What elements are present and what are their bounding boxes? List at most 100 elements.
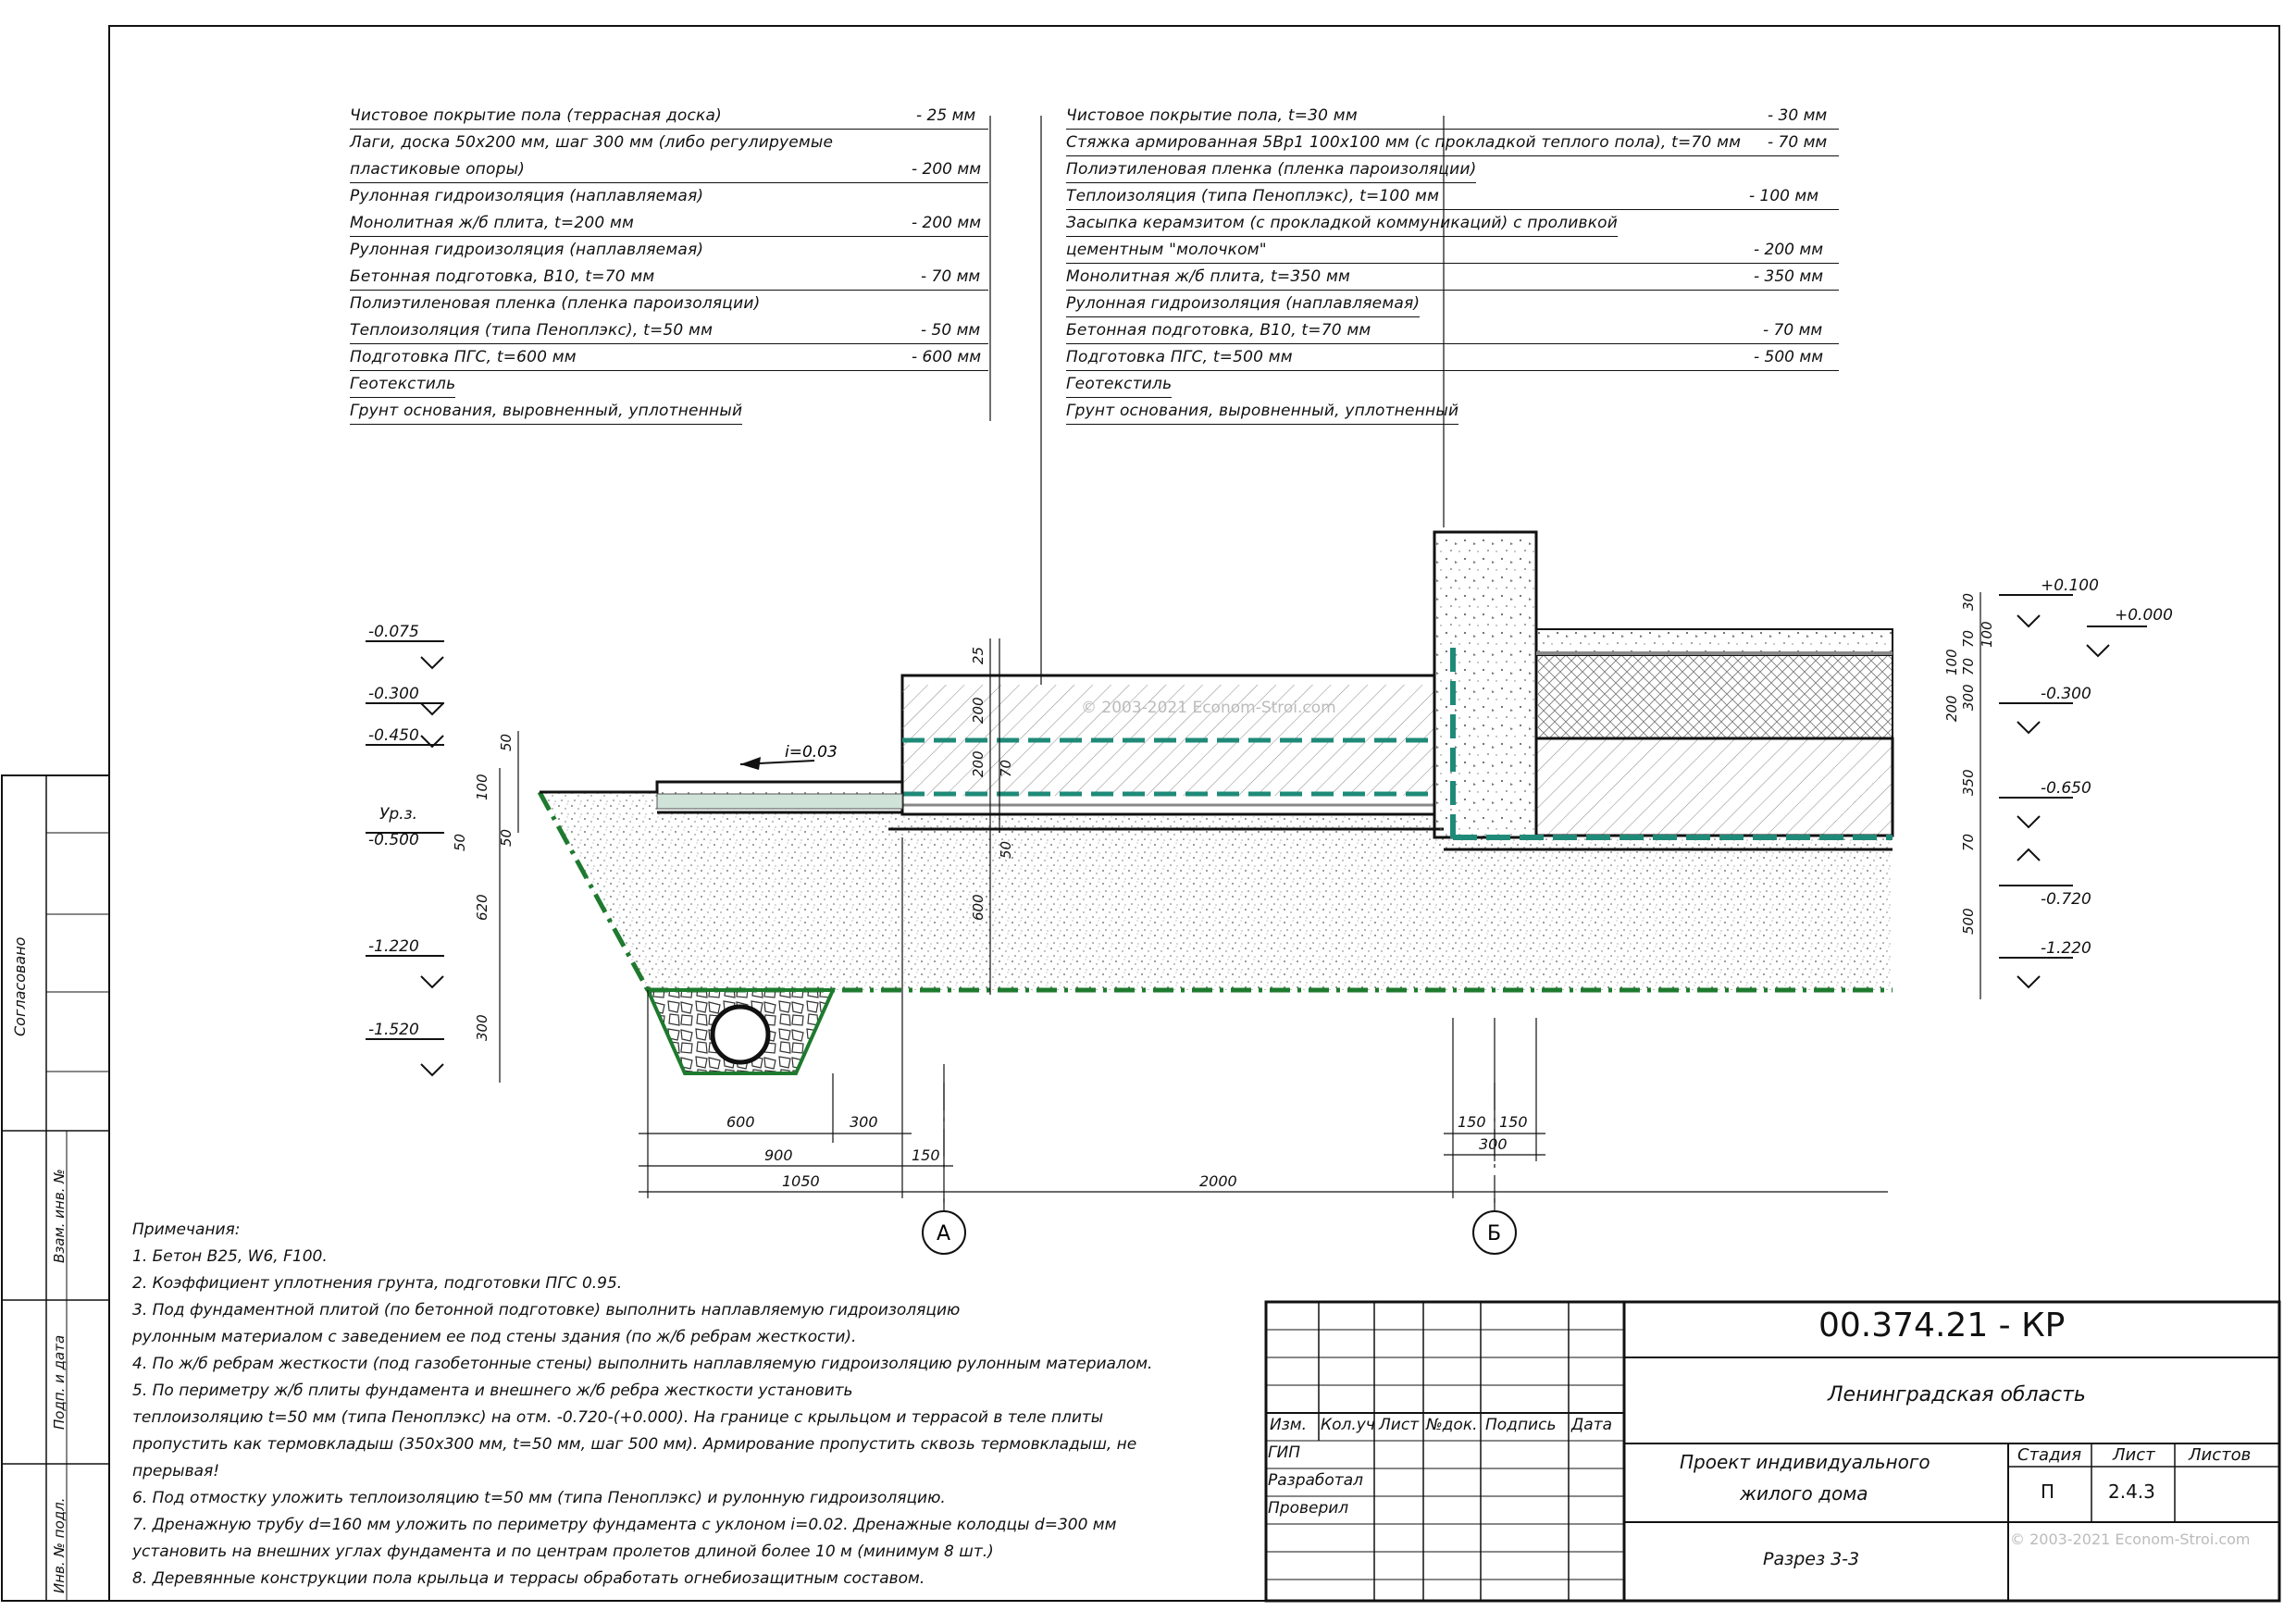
- dim-v-18: 200: [1943, 695, 1960, 722]
- legend-left-value-8: - 50 мм: [921, 321, 981, 340]
- dim-h-7: 150: [1499, 1113, 1528, 1131]
- legend-right-row-0: Чистовое покрытие пола, t=30 мм: [1066, 103, 1839, 130]
- legend-right-row-6: Монолитная ж/б плита, t=350 мм: [1066, 264, 1839, 291]
- dim-v-9: 50: [452, 834, 468, 851]
- legend-right-value-3: - 100 мм: [1749, 187, 1819, 205]
- note-line: установить на внешних углах фундамента и…: [132, 1542, 994, 1561]
- dim-v-14: 70: [1960, 630, 1977, 648]
- dim-v-5: 600: [970, 894, 987, 921]
- dim-h-2: 900: [764, 1146, 793, 1164]
- legend-left-row-9: Подготовка ПГС, t=600 мм: [350, 344, 988, 371]
- dim-h-8: 300: [1479, 1135, 1508, 1153]
- legend-right-row-11: Грунт основания, выровненный, уплотненны…: [1066, 398, 1459, 425]
- legend-right-value-5: - 200 мм: [1754, 241, 1824, 259]
- role-developer: Разработал: [1268, 1471, 1363, 1490]
- legend-left-row-6: Бетонная подготовка, В10, t=70 мм: [350, 264, 988, 291]
- level-left-4: -0.500: [368, 831, 419, 849]
- side-stamp-agreed: Согласовано: [11, 936, 29, 1036]
- header-sign: Подпись: [1485, 1416, 1557, 1434]
- dim-v-19: 350: [1960, 769, 1977, 796]
- header-list: Лист: [1379, 1416, 1420, 1434]
- dim-v-8: 50: [498, 829, 515, 847]
- note-line: пропустить как термовкладыш (350х300 мм,…: [132, 1435, 1137, 1454]
- legend-right-value-0: - 30 мм: [1768, 106, 1828, 125]
- legend-left-row-0: Чистовое покрытие пола (террасная доска): [350, 103, 988, 130]
- note-line: 3. Под фундаментной плитой (по бетонной …: [132, 1301, 961, 1319]
- stage-label: Стадия: [2017, 1445, 2082, 1465]
- legend-right-row-2: Полиэтиленовая пленка (пленка пароизоляц…: [1066, 156, 1477, 183]
- note-line: теплоизоляцию t=50 мм (типа Пеноплэкс) н…: [132, 1408, 1104, 1427]
- legend-left-row-5: Рулонная гидроизоляция (наплавляемая): [350, 241, 704, 259]
- note-line: 6. Под отмостку уложить теплоизоляцию t=…: [132, 1489, 946, 1507]
- dim-v-15: 100: [1943, 649, 1960, 675]
- legend-left-value-2: - 200 мм: [912, 160, 982, 179]
- legend-right-value-8: - 70 мм: [1763, 321, 1823, 340]
- legend-left-value-6: - 70 мм: [921, 267, 981, 286]
- note-line: 2. Коэффициент уплотнения грунта, подгот…: [132, 1274, 623, 1293]
- legend-right-value-9: - 500 мм: [1754, 348, 1824, 366]
- notes-title: Примечания:: [132, 1220, 241, 1239]
- header-doc: №док.: [1426, 1416, 1478, 1434]
- dim-h-4: 1050: [782, 1172, 820, 1190]
- legend-left-row-8: Теплоизоляция (типа Пеноплэкс), t=50 мм: [350, 317, 988, 344]
- dim-h-5: 2000: [1199, 1172, 1237, 1190]
- dim-v-12: 30: [1960, 593, 1977, 611]
- dim-v-0: 25: [970, 647, 987, 664]
- legend-right-row-4: Засыпка керамзитом (с прокладкой коммуни…: [1066, 210, 1619, 237]
- legend-left-row-11: Грунт основания, выровненный, уплотненны…: [350, 398, 743, 425]
- legend-right-row-7: Рулонная гидроизоляция (наплавляемая): [1066, 291, 1421, 317]
- project-line-2: жилого дома: [1740, 1482, 1868, 1505]
- legend-left-row-7: Полиэтиленовая пленка (пленка пароизоляц…: [350, 294, 761, 313]
- stage-value: П: [2041, 1481, 2055, 1503]
- level-left-0: -0.075: [368, 623, 419, 641]
- dim-h-0: 600: [726, 1113, 755, 1131]
- header-date: Дата: [1571, 1416, 1613, 1434]
- legend-left-row-2: пластиковые опоры): [350, 156, 988, 183]
- axis-a-bubble: [922, 1210, 966, 1255]
- level-left-1: -0.300: [368, 685, 419, 703]
- dim-v-6: 50: [498, 734, 515, 751]
- dim-v-7: 100: [474, 774, 490, 800]
- dim-v-17: 300: [1960, 684, 1977, 711]
- level-left-2: -0.450: [368, 726, 419, 745]
- note-line: рулонным материалом с заведением ее под …: [132, 1328, 857, 1346]
- legend-left-row-4: Монолитная ж/б плита, t=200 мм: [350, 210, 988, 237]
- level-right-0: +0.100: [2041, 576, 2099, 595]
- side-stamp-replaced: Взам. инв. №: [51, 1169, 68, 1263]
- slope-label: i=0.03: [785, 743, 838, 762]
- sheet-label: Лист: [2113, 1445, 2155, 1465]
- dim-v-21: 500: [1960, 908, 1977, 935]
- dim-h-3: 150: [912, 1146, 940, 1164]
- legend-left-row-10: Геотекстиль: [350, 371, 456, 398]
- note-line: 8. Деревянные конструкции пола крыльца и…: [132, 1569, 925, 1588]
- legend-left-row-3: Рулонная гидроизоляция (наплавляемая): [350, 187, 704, 205]
- legend-right-row-3: Теплоизоляция (типа Пеноплэкс), t=100 мм: [1066, 183, 1839, 210]
- role-gip: ГИП: [1268, 1443, 1300, 1462]
- note-line: 1. Бетон B25, W6, F100.: [132, 1247, 328, 1266]
- legend-right-row-10: Геотекстиль: [1066, 371, 1173, 398]
- dim-v-13: 100: [1979, 621, 1995, 648]
- legend-left-value-9: - 600 мм: [912, 348, 982, 366]
- dim-v-20: 70: [1960, 834, 1977, 851]
- legend-right-value-6: - 350 мм: [1754, 267, 1824, 286]
- legend-left-value-4: - 200 мм: [912, 214, 982, 232]
- level-right-3: -0.650: [2041, 779, 2091, 798]
- level-left-6: -1.520: [368, 1021, 419, 1039]
- sheet-value: 2.4.3: [2108, 1481, 2155, 1503]
- level-right-4: -0.720: [2041, 890, 2091, 909]
- side-stamp-inv: Инв. № подл.: [51, 1497, 68, 1593]
- sheet-title: Разрез 3-3: [1763, 1549, 1860, 1569]
- legend-right-row-5: цементным "молочком": [1066, 237, 1839, 264]
- legend-right-row-1: Стяжка армированная 5Вр1 100х100 мм (с п…: [1066, 130, 1839, 156]
- dim-v-16: 70: [1960, 658, 1977, 675]
- side-stamp-sign-date: Подп. и дата: [51, 1334, 68, 1430]
- legend-left-value-0: - 25 мм: [916, 106, 976, 125]
- dim-v-11: 300: [474, 1014, 490, 1041]
- dim-v-10: 620: [474, 894, 490, 921]
- header-kol: Кол.уч: [1321, 1416, 1375, 1434]
- legend-right-row-9: Подготовка ПГС, t=500 мм: [1066, 344, 1839, 371]
- watermark-drawing: © 2003-2021 Econom-Stroi.com: [1081, 699, 1336, 717]
- project-line-1: Проект индивидуального: [1680, 1451, 1930, 1473]
